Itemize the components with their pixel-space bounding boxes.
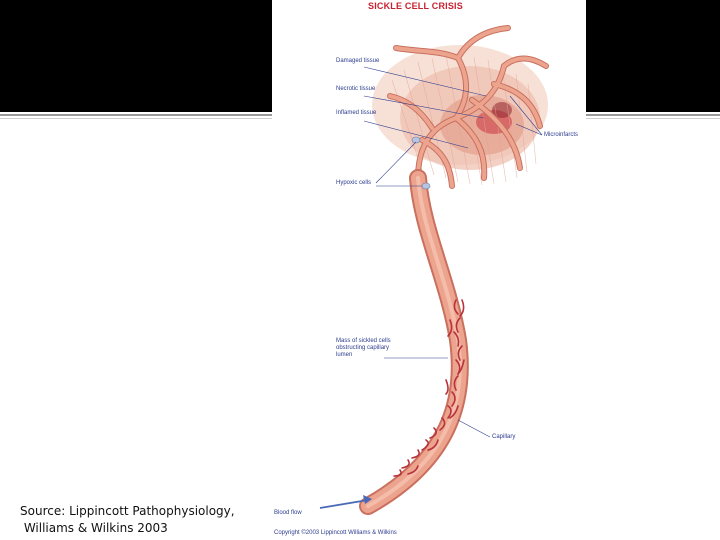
- branching-vessels: [387, 25, 549, 189]
- label-microinfarcts: Microinfarcts: [544, 132, 579, 138]
- hypoxic-cells: [411, 136, 431, 190]
- label-capillary: Capillary: [492, 434, 516, 440]
- figure-illustration: [319, 25, 549, 515]
- label-hypoxic-cells: Hypoxic cells: [336, 180, 372, 186]
- figure-copyright: Copyright ©2003 Lippincott Williams & Wi…: [274, 530, 397, 536]
- figure-title: SICKLE CELL CRISIS: [368, 1, 463, 11]
- label-blood-flow: Blood flow: [274, 510, 302, 516]
- leader-lines: [363, 66, 543, 438]
- label-mass-sickled-cells: Mass of sickled cells obstructing capill…: [336, 338, 391, 358]
- sickle-cell-figure: SICKLE CELL CRISIS Damaged tissue Necrot…: [272, 0, 586, 540]
- source-line-2: Williams & Wilkins 2003: [20, 521, 168, 535]
- label-damaged-tissue: Damaged tissue: [336, 58, 380, 64]
- sickled-cell-mass: [393, 299, 465, 477]
- label-necrotic-tissue: Necrotic tissue: [336, 86, 376, 92]
- source-caption: Source: Lippincott Pathophysiology, Will…: [20, 503, 270, 537]
- source-line-1: Source: Lippincott Pathophysiology,: [20, 504, 235, 518]
- blood-flow-arrow: [319, 495, 372, 509]
- label-inflamed-tissue: Inflamed tissue: [336, 110, 377, 116]
